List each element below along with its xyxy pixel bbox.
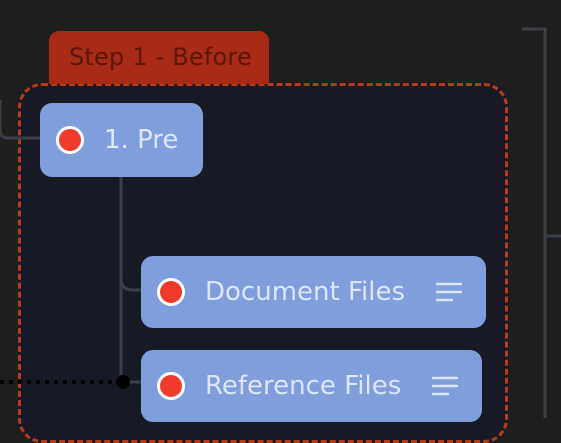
node-label: 1. Pre	[104, 125, 179, 155]
status-dot-icon[interactable]	[56, 126, 84, 154]
node-document-files[interactable]: Document Files	[141, 256, 486, 328]
status-dot-icon[interactable]	[157, 278, 185, 306]
status-dot-icon[interactable]	[157, 372, 185, 400]
step-group-tab[interactable]: Step 1 - Before	[49, 31, 269, 84]
step-group-title: Step 1 - Before	[69, 43, 252, 71]
notes-lines-icon[interactable]	[432, 375, 458, 397]
node-reference-files[interactable]: Reference Files	[141, 350, 482, 422]
outer-bracket-line	[522, 27, 547, 418]
node-label: Document Files	[205, 277, 406, 307]
node-label: Reference Files	[205, 371, 402, 401]
notes-lines-icon[interactable]	[436, 281, 462, 303]
node-pre[interactable]: 1. Pre	[40, 103, 203, 177]
